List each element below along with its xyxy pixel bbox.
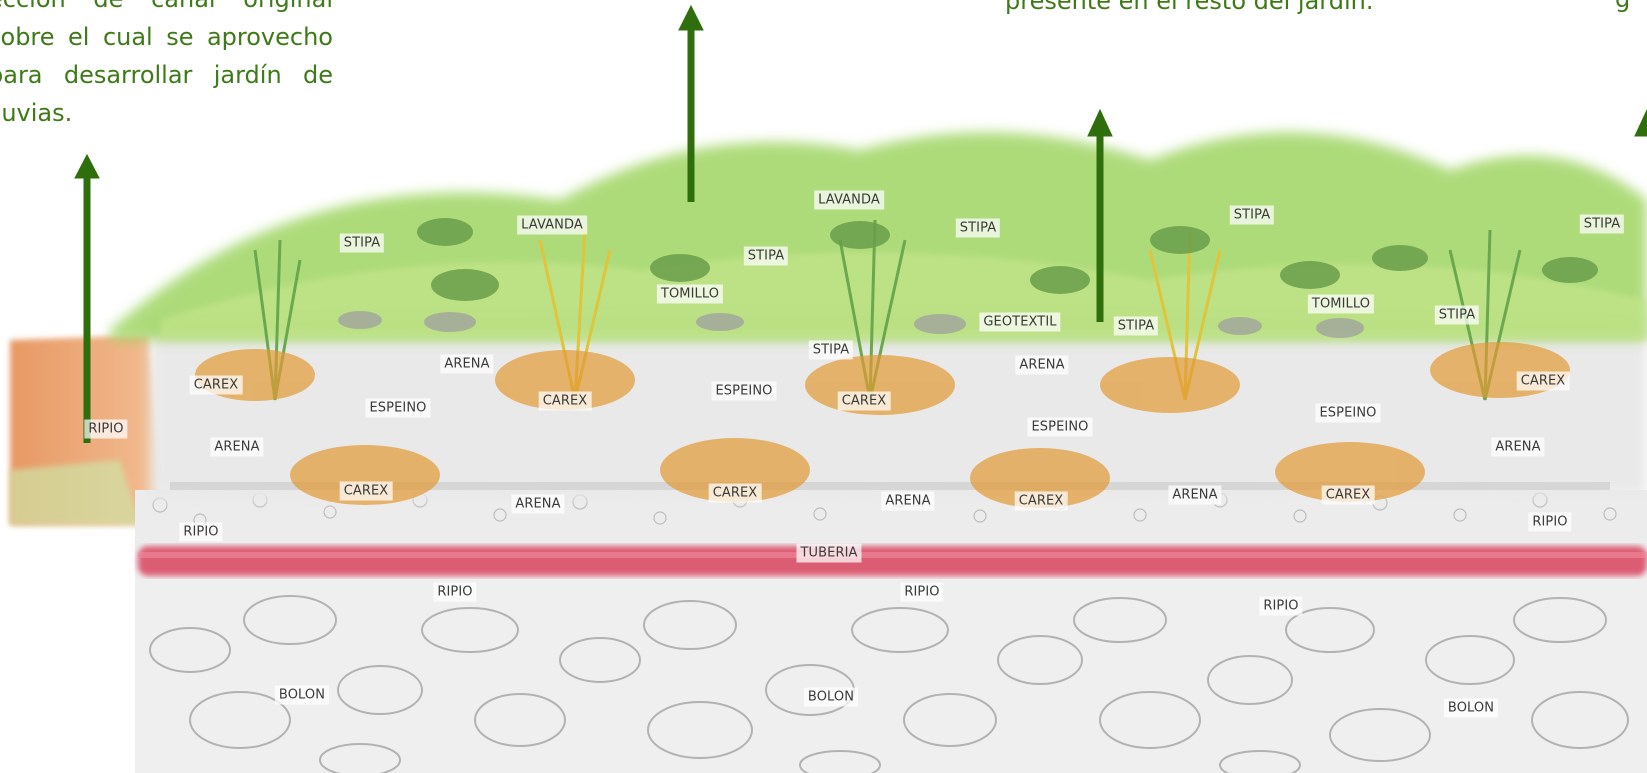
label-arena: ARENA bbox=[881, 492, 934, 511]
label-ripio: RIPIO bbox=[179, 523, 222, 542]
label-lavanda: LAVANDA bbox=[517, 216, 587, 235]
label-stipa: STIPA bbox=[1435, 306, 1479, 325]
label-stipa: STIPA bbox=[1580, 215, 1624, 234]
label-ripio: RIPIO bbox=[1528, 513, 1571, 532]
label-tuberia: TUBERIA bbox=[796, 544, 861, 563]
label-stipa: STIPA bbox=[744, 247, 788, 266]
label-ripio: RIPIO bbox=[84, 420, 127, 439]
label-ripio: RIPIO bbox=[1259, 597, 1302, 616]
label-geotextil: GEOTEXTIL bbox=[979, 313, 1060, 332]
tuberia-pipe bbox=[138, 546, 1647, 576]
label-espeino: ESPEINO bbox=[1315, 404, 1380, 423]
label-carex: CAREX bbox=[709, 484, 762, 503]
label-bolon: BOLON bbox=[275, 686, 329, 705]
label-bolon: BOLON bbox=[1444, 699, 1498, 718]
label-ripio: RIPIO bbox=[433, 583, 476, 602]
label-carex: CAREX bbox=[340, 482, 393, 501]
annotation-text-left: ección de canal original sobre el cual s… bbox=[0, 0, 333, 132]
label-espeino: ESPEINO bbox=[711, 382, 776, 401]
annotation-text-right: g bbox=[1615, 0, 1647, 18]
label-stipa: STIPA bbox=[340, 234, 384, 253]
label-tomillo: TOMILLO bbox=[657, 285, 723, 304]
label-espeino: ESPEINO bbox=[365, 399, 430, 418]
label-carex: CAREX bbox=[1322, 486, 1375, 505]
label-stipa: STIPA bbox=[956, 219, 1000, 238]
arrow-far-right bbox=[1635, 110, 1647, 136]
label-lavanda: LAVANDA bbox=[814, 191, 884, 210]
label-arena: ARENA bbox=[511, 495, 564, 514]
label-carex: CAREX bbox=[539, 392, 592, 411]
bolon-layer bbox=[135, 570, 1647, 773]
label-tomillo: TOMILLO bbox=[1308, 295, 1374, 314]
label-stipa: STIPA bbox=[1230, 206, 1274, 225]
label-arena: ARENA bbox=[210, 438, 263, 457]
label-stipa: STIPA bbox=[1114, 317, 1158, 336]
label-carex: CAREX bbox=[838, 392, 891, 411]
annotation-text-middle: presente en el resto del jardín. bbox=[1005, 0, 1375, 20]
label-stipa: STIPA bbox=[809, 341, 853, 360]
label-arena: ARENA bbox=[1491, 438, 1544, 457]
label-carex: CAREX bbox=[190, 376, 243, 395]
label-espeino: ESPEINO bbox=[1027, 418, 1092, 437]
label-ripio: RIPIO bbox=[900, 583, 943, 602]
label-carex: CAREX bbox=[1517, 372, 1570, 391]
label-bolon: BOLON bbox=[804, 688, 858, 707]
label-arena: ARENA bbox=[1168, 486, 1221, 505]
label-arena: ARENA bbox=[1015, 356, 1068, 375]
label-arena: ARENA bbox=[440, 355, 493, 374]
label-carex: CAREX bbox=[1015, 492, 1068, 511]
